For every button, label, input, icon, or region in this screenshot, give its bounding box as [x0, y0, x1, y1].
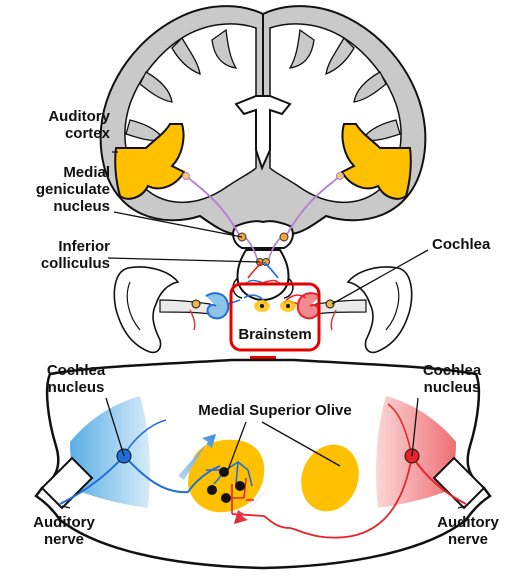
cochlea-label-text: Cochlea: [432, 236, 490, 253]
auditory-cortex-line2: cortex: [18, 125, 110, 142]
auditory-nerve-right-label: Auditory nerve: [428, 514, 508, 548]
mgn-line3: nucleus: [18, 198, 110, 215]
mso-label-text: Medial Superior Olive: [198, 402, 351, 419]
cn-right-line1: Cochlea: [412, 362, 492, 379]
cn-right-line2: nucleus: [412, 379, 492, 396]
cochlea-left-icon: [206, 293, 228, 318]
medial-geniculate-nucleus-label: Medial geniculate nucleus: [18, 164, 110, 215]
cochlea-label: Cochlea: [432, 236, 490, 253]
brainstem-label-text: Brainstem: [238, 326, 311, 343]
an-right-line2: nerve: [428, 531, 508, 548]
cochlea-nucleus-left-label: Cochlea nucleus: [36, 362, 116, 396]
mgn-line2: geniculate: [18, 181, 110, 198]
brainstem-small: [237, 250, 288, 300]
ic-line1: Inferior: [18, 238, 110, 255]
inferior-colliculus-label: Inferior colliculus: [18, 238, 110, 272]
cochlea-right-icon: [298, 293, 320, 318]
cn-left-line1: Cochlea: [36, 362, 116, 379]
an-right-line1: Auditory: [428, 514, 508, 531]
ic-line2: colliculus: [18, 255, 110, 272]
medial-superior-olive-label: Medial Superior Olive: [180, 402, 370, 419]
cn-left-line2: nucleus: [36, 379, 116, 396]
left-ear: [114, 267, 240, 352]
brain-coronal-section: [101, 6, 426, 300]
an-left-line1: Auditory: [24, 514, 104, 531]
an-left-line2: nerve: [24, 531, 104, 548]
mgn-line1: Medial: [18, 164, 110, 181]
brainstem-label: Brainstem: [231, 326, 319, 343]
cochlea-nucleus-right-label: Cochlea nucleus: [412, 362, 492, 396]
auditory-cortex-line1: Auditory: [18, 108, 110, 125]
auditory-nerve-left-label: Auditory nerve: [24, 514, 104, 548]
auditory-cortex-label: Auditory cortex: [18, 108, 110, 142]
